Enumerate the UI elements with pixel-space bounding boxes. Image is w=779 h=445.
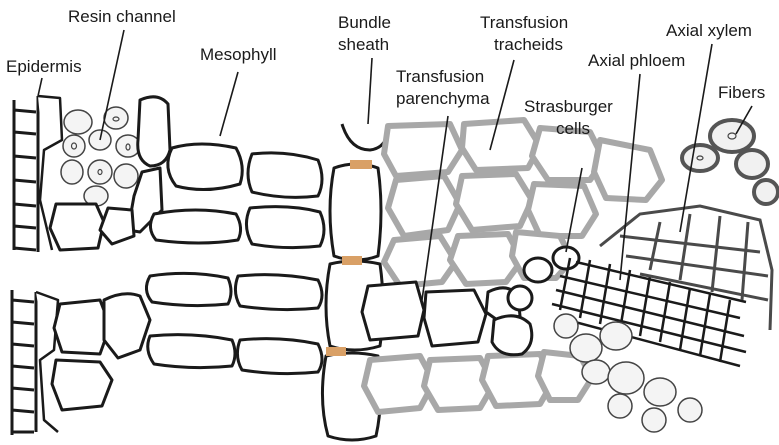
label-strasburger-cells-line1: Strasburger [524, 97, 613, 116]
transfusion-parenchyma [362, 282, 532, 355]
label-resin-channel: Resin channel [68, 7, 176, 26]
label-epidermis: Epidermis [6, 57, 82, 76]
resin-channel [61, 107, 140, 206]
label-fibers: Fibers [718, 83, 765, 102]
label-transfusion-tracheids-line1: Transfusion [480, 13, 568, 32]
label-bundle-sheath-line2: sheath [338, 35, 389, 54]
label-transfusion-parenchyma-line2: parenchyma [396, 89, 490, 108]
label-axial-xylem: Axial xylem [666, 21, 752, 40]
label-transfusion-parenchyma-line1: Transfusion [396, 67, 484, 86]
label-mesophyll: Mesophyll [200, 45, 277, 64]
label-bundle-sheath-line1: Bundle [338, 13, 391, 32]
label-transfusion-tracheids-line2: tracheids [494, 35, 563, 54]
label-strasburger-cells-line2: cells [556, 119, 590, 138]
label-axial-phloem: Axial phloem [588, 51, 685, 70]
